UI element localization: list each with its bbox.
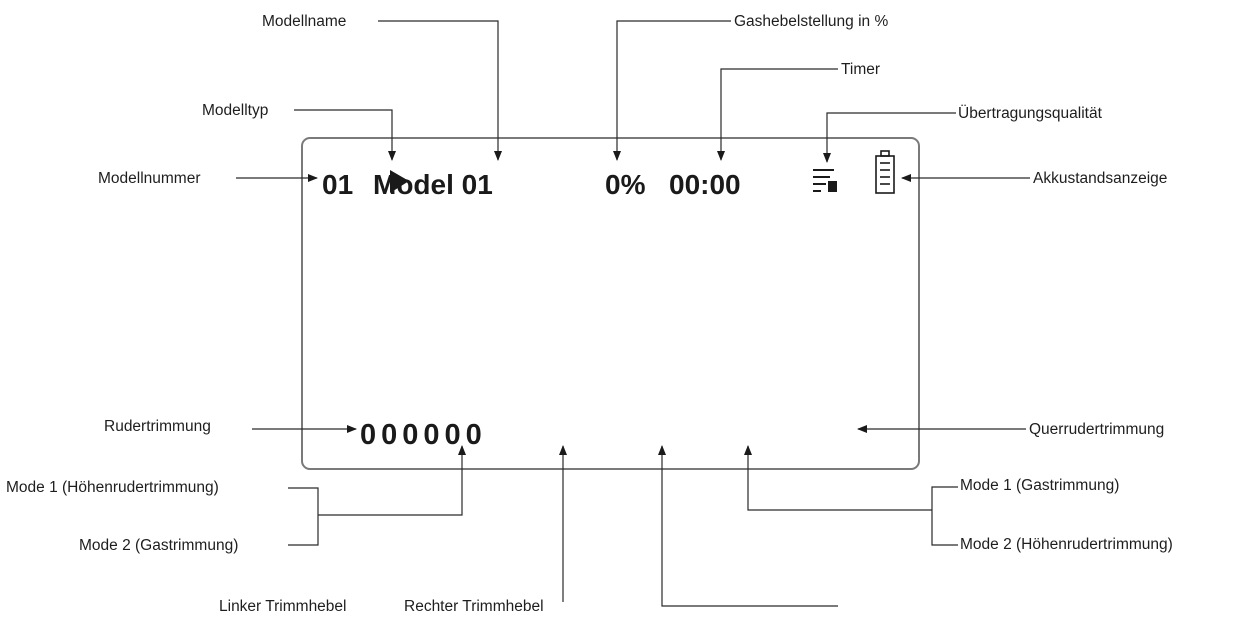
label-mode1-gas: Mode 1 (Gastrimmung) [960,477,1119,494]
signal-quality-icon [813,169,837,192]
uebertragung-leader [823,112,956,163]
left-mode-bracket [288,446,462,546]
label-timer: Timer [841,61,880,78]
label-mode2-hoehen: Mode 2 (Höhenrudertrimmung) [960,536,1173,553]
label-akku: Akkustandsanzeige [1033,170,1167,187]
timer-value: 00:00 [669,169,741,200]
gashebel-leader [613,20,731,161]
label-mode2-gas: Mode 2 (Gastrimmung) [79,537,238,554]
label-modellnummer: Modellnummer [98,170,201,187]
rechter-trimmhebel-leader [658,445,838,607]
model-type-arrow-icon [390,170,409,193]
modellname-leader [378,20,502,161]
label-querruder: Querrudertrimmung [1029,421,1164,438]
lcd-screen-frame [301,137,920,470]
label-rudertrimmung: Rudertrimmung [104,418,211,435]
battery-icon [875,150,895,194]
label-modellname: Modellname [262,13,346,30]
model-number: 01 [322,169,353,200]
label-mode1-hoehen: Mode 1 (Höhenrudertrimmung) [6,479,219,496]
throttle-percent: 0% [605,169,646,200]
trim-values: 000000 [360,419,487,451]
label-uebertragung: Übertragungsqualität [958,104,1103,122]
label-modelltyp: Modelltyp [202,102,268,119]
label-linker-trimmhebel: Linker Trimmhebel [219,598,347,615]
label-gashebel: Gashebelstellung in % [734,13,888,30]
right-mode-bracket [748,446,958,546]
label-rechter-trimmhebel: Rechter Trimmhebel [404,598,544,615]
modelltyp-leader [294,109,396,161]
timer-leader [717,68,838,161]
